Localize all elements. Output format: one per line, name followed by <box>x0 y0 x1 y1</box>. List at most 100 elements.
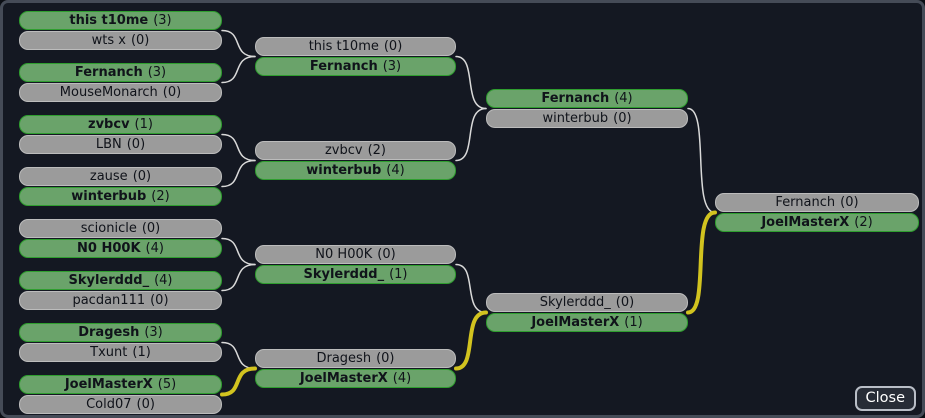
player-score: (2) <box>854 215 873 230</box>
player-slot[interactable]: winterbub(0) <box>486 109 688 128</box>
match-r3-1: Fernanch (4) winterbub(0) <box>486 89 688 128</box>
player-slot[interactable]: winterbub (4) <box>255 161 456 180</box>
match-r2-2: zvbcv(2) winterbub (4) <box>255 141 456 180</box>
player-name: MouseMonarch <box>59 85 158 100</box>
player-name: winterbub <box>542 111 609 126</box>
player-slot[interactable]: Fernanch (3) <box>255 57 456 76</box>
player-score: (0) <box>150 293 169 308</box>
player-slot[interactable]: JoelMasterX (5) <box>19 375 222 394</box>
player-score: (1) <box>134 117 153 132</box>
player-score: (4) <box>392 371 412 386</box>
winner-path-connector <box>220 366 257 397</box>
player-slot[interactable]: Skylerddd_(1) <box>255 265 456 284</box>
match-r1-6: Skylerddd_ (4) pacdan111(0) <box>19 271 222 310</box>
player-name: this t10me <box>308 39 379 54</box>
player-slot[interactable]: Dragesh (0) <box>255 349 456 368</box>
match-connector <box>221 263 256 292</box>
winner-path-connector <box>454 310 488 371</box>
match-connector <box>221 29 256 58</box>
player-slot[interactable]: this t10me(3) <box>19 11 222 30</box>
player-name: Fernanch <box>309 59 378 74</box>
player-slot[interactable]: JoelMasterX(2) <box>715 213 919 232</box>
player-name: JoelMasterX <box>299 371 388 386</box>
player-slot[interactable]: Skylerddd_ (4) <box>19 271 222 290</box>
match-r1-5: scionicle (0)N0 H00K (4) <box>19 219 222 258</box>
player-score: (3) <box>153 13 172 28</box>
player-name: JoelMasterX <box>64 377 153 392</box>
match-r2-3: N0 H00K (0) Skylerddd_(1) <box>255 245 456 284</box>
player-name: Skylerddd_ <box>68 273 150 288</box>
player-score: (4) <box>386 163 405 178</box>
player-slot[interactable]: wts x (0) <box>19 31 222 50</box>
match-connector <box>221 341 256 370</box>
player-score: (0) <box>132 169 152 184</box>
player-score: (3) <box>144 325 163 340</box>
match-connector <box>221 55 256 84</box>
player-score: (0) <box>840 195 859 210</box>
player-slot[interactable]: zvbcv (1) <box>19 115 222 134</box>
player-score: (0) <box>130 33 150 48</box>
match-connector <box>221 133 256 162</box>
player-slot[interactable]: N0 H00K (0) <box>255 245 456 264</box>
player-slot[interactable]: zvbcv(2) <box>255 141 456 160</box>
player-name: wts x <box>91 33 126 48</box>
player-name: Cold07 <box>86 397 132 412</box>
player-name: Skylerddd_ <box>303 267 385 282</box>
player-slot[interactable]: MouseMonarch (0) <box>19 83 222 102</box>
player-name: LBN <box>95 137 122 152</box>
player-slot[interactable]: Skylerddd_(0) <box>486 293 688 312</box>
match-connector <box>687 107 716 214</box>
player-score: (3) <box>382 59 402 74</box>
player-score: (0) <box>141 221 161 236</box>
player-name: Fernanch <box>74 65 143 80</box>
player-name: zvbcv <box>88 117 130 132</box>
player-slot[interactable]: zause (0) <box>19 167 222 186</box>
player-slot[interactable]: winterbub (2) <box>19 187 222 206</box>
player-name: JoelMasterX <box>531 315 620 330</box>
match-r1-8: JoelMasterX (5) Cold07(0) <box>19 375 222 414</box>
player-score: (0) <box>162 85 182 100</box>
player-score: (0) <box>377 247 396 262</box>
player-name: zause <box>89 169 128 184</box>
player-slot[interactable]: Cold07(0) <box>19 395 222 414</box>
player-slot[interactable]: Dragesh (3) <box>19 323 222 342</box>
player-slot[interactable]: LBN (0) <box>19 135 222 154</box>
player-score: (3) <box>147 65 167 80</box>
player-name: N0 H00K <box>315 247 373 262</box>
player-name: N0 H00K <box>77 241 141 256</box>
player-slot[interactable]: JoelMasterX (1) <box>486 313 688 332</box>
match-r1-2: Fernanch (3) MouseMonarch (0) <box>19 63 222 102</box>
match-r4-1: Fernanch(0)JoelMasterX(2) <box>715 193 919 232</box>
player-score: (2) <box>151 189 170 204</box>
player-score: (1) <box>132 345 151 360</box>
player-score: (4) <box>154 273 173 288</box>
player-score: (0) <box>376 351 395 366</box>
player-name: Dragesh <box>78 325 140 340</box>
player-score: (0) <box>615 295 635 310</box>
winner-path-connector <box>686 210 717 315</box>
player-name: winterbub <box>71 189 147 204</box>
player-slot[interactable]: JoelMasterX (4) <box>255 369 456 388</box>
close-button[interactable]: Close <box>854 386 916 411</box>
player-name: winterbub <box>306 163 382 178</box>
player-score: (1) <box>624 315 643 330</box>
match-r1-7: Dragesh (3) Txunt(1) <box>19 323 222 362</box>
player-slot[interactable]: Fernanch (4) <box>486 89 688 108</box>
player-slot[interactable]: this t10me(0) <box>255 37 456 56</box>
player-slot[interactable]: Fernanch (3) <box>19 63 222 82</box>
match-connector <box>221 159 256 188</box>
player-score: (2) <box>367 143 387 158</box>
player-score: (4) <box>145 241 164 256</box>
player-name: Fernanch <box>541 91 610 106</box>
player-name: scionicle <box>80 221 137 236</box>
player-slot[interactable]: Txunt(1) <box>19 343 222 362</box>
player-slot[interactable]: N0 H00K (4) <box>19 239 222 258</box>
player-score: (5) <box>157 377 177 392</box>
player-slot[interactable]: pacdan111(0) <box>19 291 222 310</box>
player-score: (0) <box>126 137 146 152</box>
player-score: (4) <box>614 91 633 106</box>
player-slot[interactable]: scionicle (0) <box>19 219 222 238</box>
player-name: Dragesh <box>316 351 372 366</box>
match-connector <box>455 107 487 162</box>
player-slot[interactable]: Fernanch(0) <box>715 193 919 212</box>
